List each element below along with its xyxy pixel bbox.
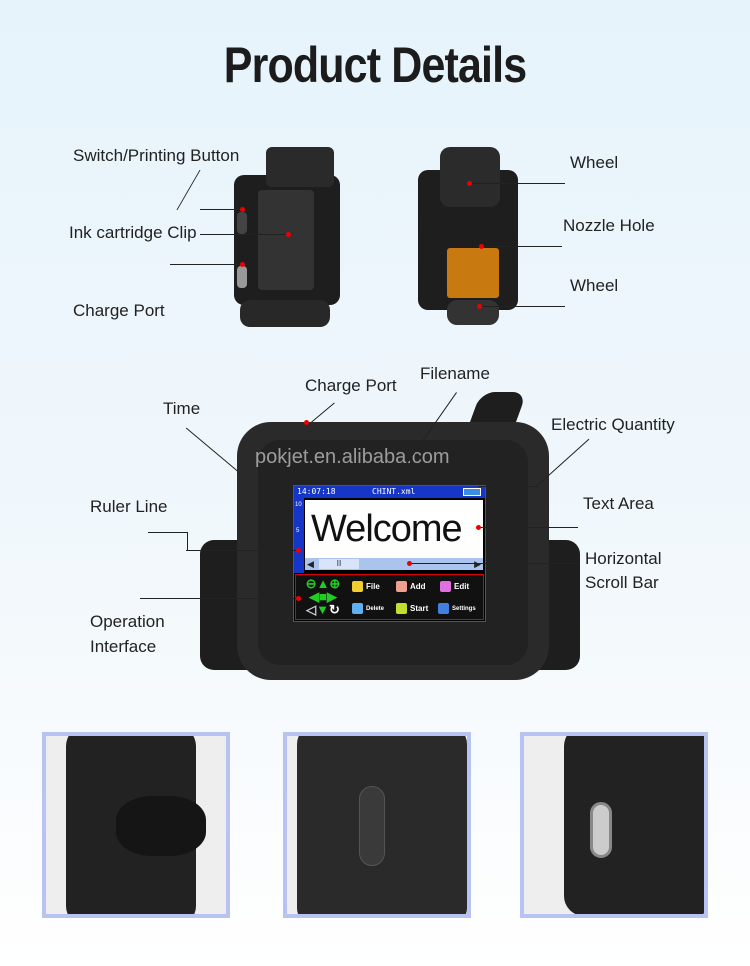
direction-pad[interactable]: ⊖▲⊕◀■▶◁▼↻ xyxy=(305,576,341,617)
label-time: Time xyxy=(163,399,201,418)
status-bar: 14:07:18 CHINT.xml xyxy=(294,486,485,498)
label-hscroll-2: Scroll Bar xyxy=(585,573,659,592)
label-nozzle-hole: Nozzle Hole xyxy=(563,216,655,235)
scroll-thumb[interactable]: II xyxy=(319,559,359,569)
edit-button[interactable]: Edit xyxy=(440,581,469,592)
switch-button xyxy=(237,212,247,234)
label-wheel-top: Wheel xyxy=(570,153,619,172)
label-op-2: Interface xyxy=(90,637,157,656)
label-electric-quantity: Electric Quantity xyxy=(551,415,675,434)
edit-label: Edit xyxy=(454,582,470,591)
add-button[interactable]: Add xyxy=(396,581,426,592)
file-label: File xyxy=(366,582,380,591)
nozzle-hole xyxy=(447,248,499,298)
add-label: Add xyxy=(410,582,426,591)
charge-port-icon xyxy=(237,266,247,288)
ruler-tick: 10 xyxy=(295,502,302,508)
operation-interface: ⊖▲⊕◀■▶◁▼↻ File Add Edit Delete Start Set… xyxy=(295,574,484,620)
start-label: Start xyxy=(410,604,429,613)
settings-icon xyxy=(438,603,449,614)
settings-label: Settings xyxy=(452,605,476,612)
file-icon xyxy=(352,581,363,592)
text-area[interactable]: Welcome xyxy=(305,500,483,558)
ruler-line: 10 5 xyxy=(294,498,304,573)
detail-charge-port-photo xyxy=(520,732,708,918)
label-ink-clip: Ink cartridge Clip xyxy=(69,223,197,242)
delete-button[interactable]: Delete xyxy=(352,603,384,614)
ruler-tick: 5 xyxy=(296,528,300,534)
settings-button[interactable]: Settings xyxy=(438,603,476,614)
delete-label: Delete xyxy=(366,605,385,612)
label-op-1: Operation xyxy=(90,612,165,631)
scroll-right-icon[interactable]: ▶ xyxy=(474,559,481,569)
watermark: pokjet.en.alibaba.com xyxy=(255,446,450,468)
label-switch-button: Switch/Printing Button xyxy=(73,146,240,165)
time-display: 14:07:18 xyxy=(297,487,336,496)
touch-screen[interactable]: 14:07:18 CHINT.xml 10 5 Welcome ◀ II ▶ ⊖… xyxy=(293,485,486,622)
scroll-left-icon[interactable]: ◀ xyxy=(307,559,314,569)
label-charge-port-top: Charge Port xyxy=(73,301,165,320)
label-text-area: Text Area xyxy=(583,494,654,513)
file-button[interactable]: File xyxy=(352,581,380,592)
detail-switch-button-photo xyxy=(283,732,471,918)
delete-icon xyxy=(352,603,363,614)
battery-icon xyxy=(463,488,481,496)
detail-wheel-photo xyxy=(42,732,230,918)
edit-icon xyxy=(440,581,451,592)
page-title: Product Details xyxy=(223,37,527,93)
label-hscroll-1: Horizontal xyxy=(585,549,662,568)
start-button[interactable]: Start xyxy=(396,603,428,614)
horizontal-scroll-bar[interactable]: ◀ II ▶ xyxy=(305,558,483,570)
add-icon xyxy=(396,581,407,592)
label-ruler-line: Ruler Line xyxy=(90,497,168,516)
filename-display: CHINT.xml xyxy=(372,487,416,496)
label-filename: Filename xyxy=(420,364,490,383)
label-wheel-bottom: Wheel xyxy=(570,276,619,295)
label-charge-port: Charge Port xyxy=(305,376,397,395)
start-icon xyxy=(396,603,407,614)
